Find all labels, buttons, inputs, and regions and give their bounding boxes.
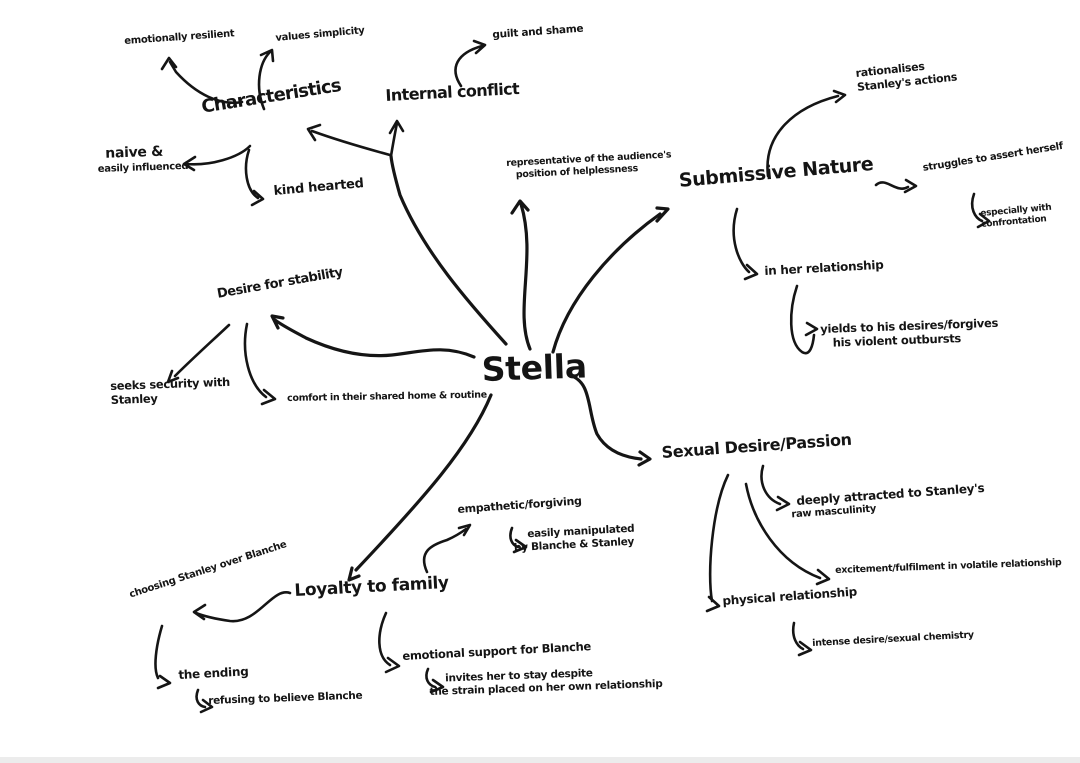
edge-stella-loyalty bbox=[347, 393, 493, 582]
edge-characteristics-emotionally bbox=[160, 56, 244, 105]
edge-physical-intense bbox=[791, 621, 813, 657]
edge-stella-submissive bbox=[551, 206, 670, 354]
edge-loyalty-empathetic bbox=[422, 523, 472, 574]
edge-empathetic-easily bbox=[509, 526, 528, 554]
edge-inher-yields bbox=[789, 284, 819, 355]
edge-stella-audience bbox=[510, 199, 532, 351]
edge-submissive-inher bbox=[732, 207, 759, 281]
canvas-bottom-edge bbox=[0, 757, 1080, 763]
edge-junction-characteristics bbox=[306, 123, 392, 157]
edge-stella-desire bbox=[270, 314, 476, 359]
edge-loyalty-choosing bbox=[192, 591, 292, 623]
node-seeks-security: seeks security with Stanley bbox=[110, 375, 231, 408]
node-stella: Stella bbox=[481, 346, 588, 389]
edge-desire-seeks bbox=[166, 323, 231, 384]
edge-loyalty-emotional bbox=[378, 611, 401, 674]
edge-stella-junction bbox=[389, 154, 508, 346]
edge-characteristics-naive bbox=[182, 144, 252, 172]
edge-ending-refusing bbox=[195, 688, 214, 714]
edge-sexual-deeply bbox=[760, 464, 791, 512]
node-naive-influenced: naive & easily influenced bbox=[97, 143, 189, 176]
edge-desire-comfort bbox=[243, 322, 277, 406]
edge-junction-internal-conflict bbox=[388, 119, 405, 158]
edge-internal-guilt bbox=[454, 39, 487, 88]
edge-submissive-rationalises bbox=[766, 89, 847, 178]
edge-sexual-physical bbox=[705, 473, 730, 613]
edge-characteristics-values bbox=[257, 48, 275, 111]
edge-struggles-especially bbox=[970, 192, 991, 229]
edge-stella-sexual bbox=[567, 373, 652, 467]
edge-characteristics-kind bbox=[244, 148, 265, 207]
edge-choosing-ending bbox=[154, 624, 172, 690]
edge-emotional-invites bbox=[425, 667, 445, 694]
edge-submissive-struggles bbox=[874, 178, 918, 194]
edge-sexual-excitement bbox=[744, 482, 831, 586]
